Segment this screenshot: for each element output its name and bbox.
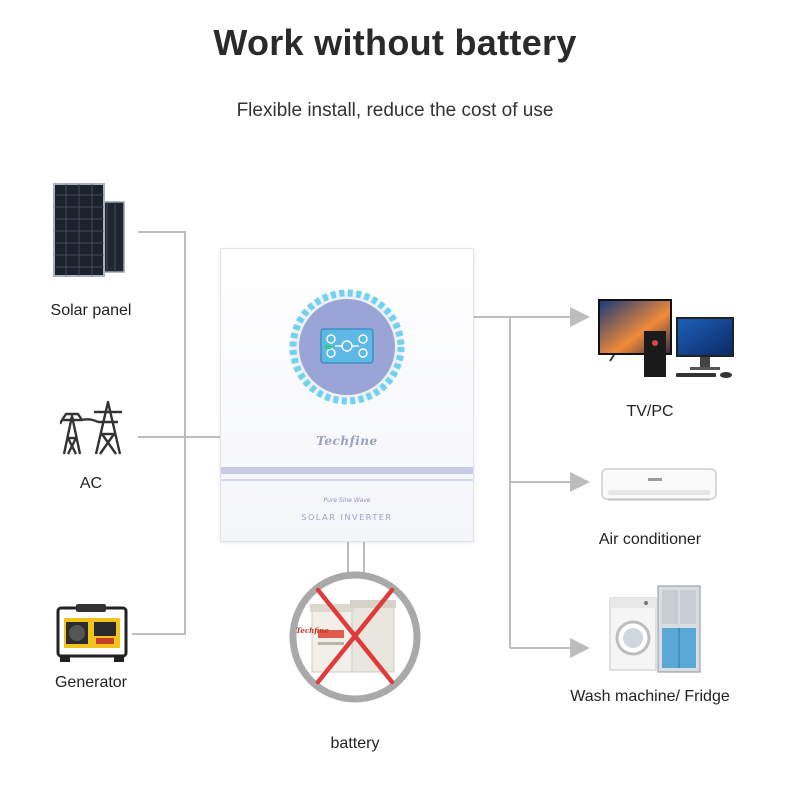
inverter-stripe-thin — [221, 479, 473, 481]
inverter-model: SOLAR INVERTER — [301, 513, 393, 522]
input-bus-line — [132, 231, 186, 635]
solar-panel-label: Solar panel — [50, 302, 132, 319]
page-subtitle: Flexible install, reduce the cost of use — [236, 100, 554, 121]
inverter-tagline: Pure Sine Wave — [323, 497, 371, 504]
power-tower-icon — [60, 400, 122, 455]
tv-pc-icon — [598, 299, 734, 378]
solar-panel-icon — [53, 183, 125, 277]
generator-label: Generator — [54, 674, 128, 691]
tv-pc-label: TV/PC — [626, 403, 674, 420]
page-title: Work without battery — [213, 22, 577, 63]
inverter-unit: Techfine Pure Sine Wave SOLAR INVERTER — [220, 248, 474, 542]
battery-label: battery — [330, 735, 380, 752]
battery-icon — [289, 571, 421, 703]
inverter-brand: Techfine — [316, 434, 378, 448]
inverter-stripe — [221, 467, 473, 474]
ac-label: AC — [79, 475, 103, 492]
generator-icon — [56, 604, 128, 662]
inverter-display — [289, 289, 405, 405]
air-conditioner-icon — [601, 468, 717, 501]
washer-fridge-label: Wash machine/ Fridge — [570, 688, 730, 705]
washer-fridge-icon — [609, 585, 701, 673]
battery-brand: Techfine — [296, 626, 329, 635]
air-conditioner-label: Air conditioner — [598, 531, 702, 548]
